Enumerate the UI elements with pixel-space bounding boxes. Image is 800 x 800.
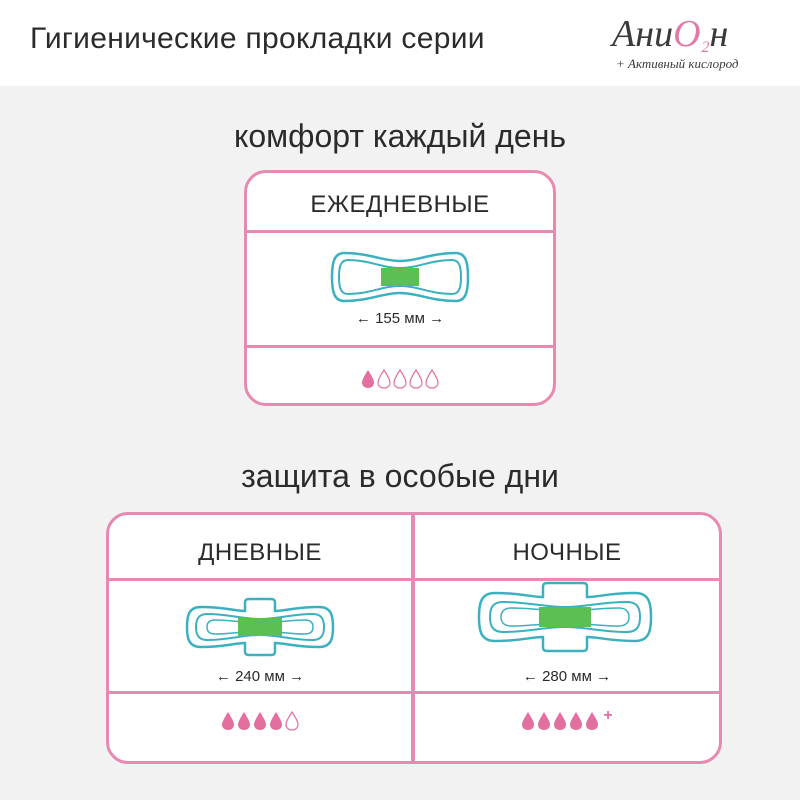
brand-logo-o: O [673,13,701,55]
card-daily: ЕЖЕДНЕВНЫЕ ← 155 мм → [244,170,556,406]
brand-logo-prefix: Ани [612,13,674,55]
divider-vertical [411,515,415,761]
drop-filled-icon [522,712,535,730]
brand-logo-suffix: н [709,13,729,55]
brand-tagline: + Активный кислород [616,56,739,71]
pad-icon [477,581,653,653]
divider [247,345,553,348]
cell-title-night: НОЧНЫЕ [512,539,622,566]
divider [109,691,719,694]
pad-icon [185,597,335,657]
section-heading-special: защита в особые дни [241,458,559,494]
drop-filled-icon [538,712,551,730]
drop-filled-icon [254,712,266,730]
drop-filled-icon [222,712,234,730]
cell-title-daily: ЕЖЕДНЕВНЫЕ [310,191,490,218]
drop-filled-icon [570,712,583,730]
divider [247,230,553,233]
drop-empty-icon [285,711,299,731]
brand-logo-text: АниO2н [612,12,728,56]
absorbency-rating-day [109,705,411,731]
drop-filled-icon [270,712,282,730]
absorbency-rating-night: + [415,705,719,731]
drop-empty-icon [425,369,439,389]
drop-empty-icon [393,369,407,389]
divider [109,578,719,581]
size-label-daily: ← 155 мм → [355,310,445,327]
drop-empty-icon [377,369,391,389]
brand-logo: АниO2н + Активный кислород [612,8,792,78]
drop-empty-icon [409,369,423,389]
size-label-night: ← 280 мм → [522,668,612,685]
plus-icon: + [603,707,613,724]
pad-icon [330,251,470,303]
cell-title-day: ДНЕВНЫЕ [198,539,322,566]
drop-filled-icon [554,712,567,730]
drop-filled-icon [238,712,250,730]
page-title: Гигиенические прокладки серии [30,22,485,55]
absorbency-rating-daily [247,365,553,389]
drop-filled-icon [586,712,599,730]
drop-filled-icon [362,370,374,388]
card-special: ДНЕВНЫЕ НОЧНЫЕ ← 240 мм → ← 280 мм → + [106,512,722,764]
header-bar: Гигиенические прокладки серии АниO2н + А… [0,0,800,86]
brand-logo-subscript: 2 [701,39,710,56]
size-label-day: ← 240 мм → [215,668,305,685]
section-heading-daily: комфорт каждый день [233,118,567,154]
